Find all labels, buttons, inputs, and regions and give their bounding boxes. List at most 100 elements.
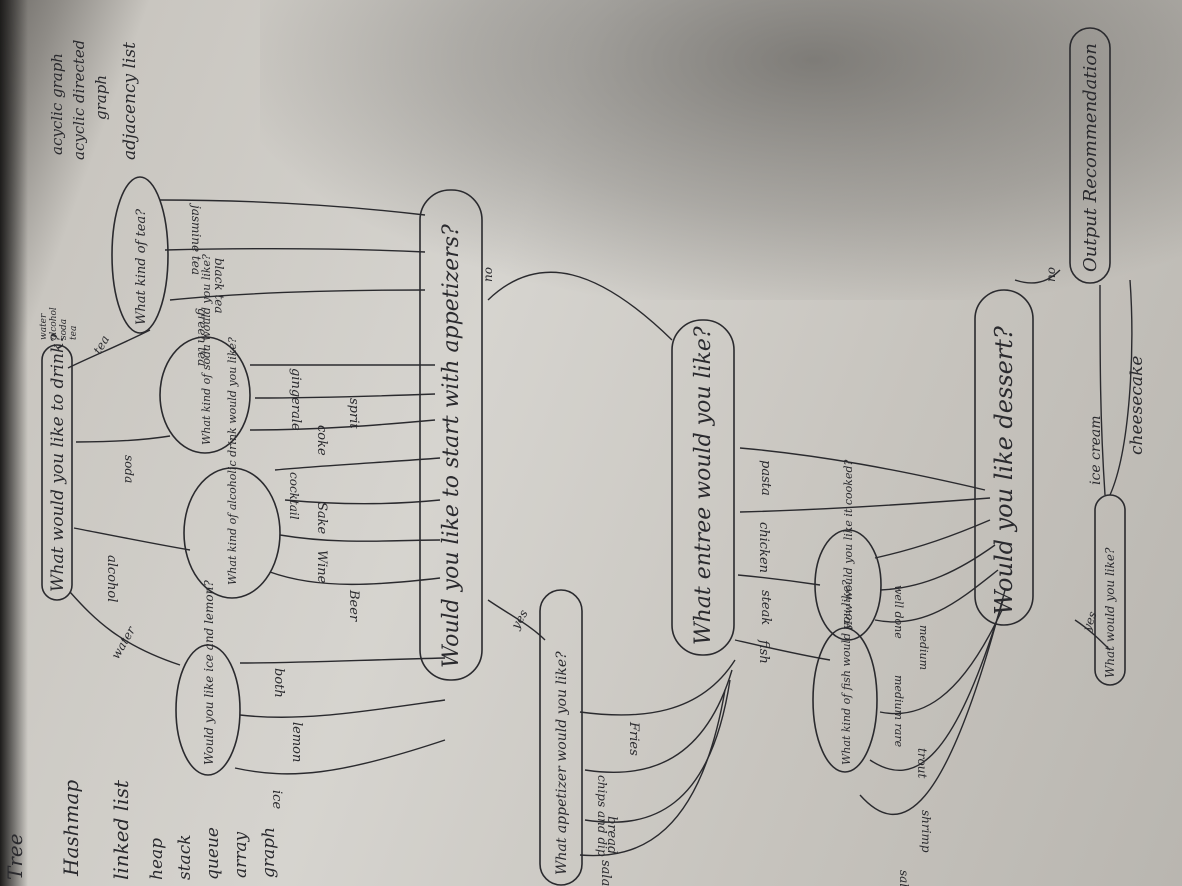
edge-line-well-done [874, 519, 991, 559]
edge-label-ice-cream: ice cream [1088, 416, 1104, 486]
edge-label-appetizer-yes: yes [508, 607, 531, 632]
edge-line-water [69, 591, 181, 666]
node-steak-outline [814, 529, 882, 641]
edge-label-soda: soda [122, 455, 136, 483]
edge-label-steak: steak [758, 590, 773, 625]
note-option-water: water [39, 313, 49, 340]
node-outlines [41, 27, 1126, 886]
paper-edge-shadow [0, 0, 28, 886]
edge-label-trout: trout [915, 748, 929, 779]
drink-options-note: water alcohol soda tea [39, 307, 79, 340]
node-entree-outline [671, 319, 735, 656]
note-tree: Tree [3, 833, 27, 880]
edge-label-cheesecake: cheesecake [1127, 356, 1147, 455]
edge-label-sake: Sake [314, 502, 329, 535]
edge-line-salad [579, 689, 726, 857]
edge-label-chips-dip: chips and dip [595, 775, 609, 857]
edge-label-ice: ice [269, 790, 284, 809]
node-water-label: Would you like ice and lemon? [202, 580, 216, 765]
note-queue: queue [203, 827, 223, 880]
edge-label-cocktail: cocktail [287, 472, 301, 520]
side-notes-right: acyclic graph acyclic directed graph adj… [48, 40, 140, 160]
edge-line-black-tea [164, 247, 426, 253]
note-option-alcohol: alcohol [49, 307, 59, 340]
edge-label-appetizer-no: no [481, 267, 495, 282]
node-appetizer-start-outline [419, 189, 483, 681]
node-alcohol-label: What kind of alcoholic drink would you l… [226, 337, 239, 585]
node-fish-outline [812, 627, 878, 773]
edge-line-dessert-no [1014, 269, 1061, 284]
edge-line-jasmine-tea [159, 199, 426, 216]
edge-label-black-tea: black tea [212, 258, 226, 314]
edge-label-dessert-yes: yes [1079, 609, 1099, 634]
note-acyclic-graph: acyclic graph [48, 53, 66, 155]
node-tea-outline [111, 176, 169, 334]
edge-line-sake [284, 499, 441, 505]
note-linked-list: linked list [109, 779, 133, 880]
edge-label-beer: Beer [346, 589, 361, 622]
side-notes-left: Tree Hashmap linked list heap stack queu… [3, 779, 279, 880]
node-steak-label: How would you like it cooked? [842, 460, 855, 631]
camera-shadow [260, 0, 1182, 300]
edge-label-salad: salad [598, 860, 613, 886]
node-dessert-label: Would you like dessert? [990, 326, 1018, 615]
edge-line-cocktail [274, 457, 441, 471]
edge-line-shrimp [869, 599, 1004, 771]
node-fish-label: What kind of fish would you like? [840, 580, 853, 765]
edge-line-pasta [739, 447, 986, 491]
node-appetizer-q-outline [539, 589, 583, 886]
edge-line-beer [269, 571, 441, 586]
edge-line-fries [579, 659, 736, 716]
edge-line-appetizer-no [487, 271, 673, 341]
edge-line-bread [584, 679, 731, 823]
edge-label-dessert-no: no [1044, 267, 1058, 282]
edge-line-both [239, 657, 446, 664]
node-soda-outline [159, 336, 251, 454]
edge-label-wine: Wine [314, 550, 329, 584]
edge-label-pasta: pasta [758, 460, 773, 496]
edge-label-chicken: chicken [756, 522, 771, 573]
edge-line-sprit [254, 393, 436, 399]
note-option-soda: soda [59, 319, 69, 340]
edge-line-fish [734, 639, 831, 661]
node-dessert-outline [974, 289, 1034, 626]
node-labels: What would you like to drink? Would you … [48, 43, 1117, 875]
node-output-outline [1069, 27, 1111, 284]
edge-label-gingerale: gingerale [288, 368, 303, 431]
edge-line-steak [737, 574, 821, 586]
edge-line-soda [75, 435, 171, 443]
edge-line-lemon [239, 699, 446, 718]
node-drink-outline [41, 344, 73, 601]
edge-label-bread: bread [604, 816, 619, 854]
edge-label-green-tea: green tea [195, 308, 209, 366]
edge-line-salmon [859, 589, 1006, 816]
note-array: array [231, 831, 251, 878]
note-adjacency-list: adjacency list [120, 42, 140, 160]
edge-label-alcohol: alcohol [104, 555, 119, 602]
node-soda-label: What kind of soda would you like? [200, 254, 213, 445]
edge-line-chicken [739, 497, 991, 513]
node-dessert-kind-label: What would you like? [1103, 547, 1117, 678]
note-acyclic-directed: acyclic directed [70, 40, 88, 160]
note-stack: stack [175, 834, 195, 880]
edge-label-lemon: lemon [289, 722, 304, 762]
note-option-tea: tea [69, 326, 79, 340]
edge-labels: water alcohol soda tea ice lemon both Be… [90, 202, 1147, 886]
edge-label-both: both [271, 668, 286, 698]
node-appetizer-start-label: Would you like to start with appetizers? [439, 224, 464, 668]
node-dessert-kind-outline [1094, 494, 1126, 686]
edge-label-fish: fish [756, 639, 771, 664]
edge-line-ice-cream [1099, 284, 1106, 496]
edge-line-medium [879, 544, 996, 591]
edge-line-cheesecake [1109, 279, 1133, 496]
node-entree-label: What entree would you like? [691, 326, 716, 645]
edge-line-coke [249, 419, 436, 431]
edge-label-tea: tea [90, 333, 112, 357]
edge-line-wine [279, 534, 441, 542]
edge-label-coke: coke [314, 425, 329, 456]
node-tea-label: What kind of tea? [134, 208, 149, 325]
node-water-outline [175, 644, 241, 776]
edge-line-chips-dip [584, 669, 733, 774]
edge-label-medium-rare: medium rare [892, 675, 905, 748]
